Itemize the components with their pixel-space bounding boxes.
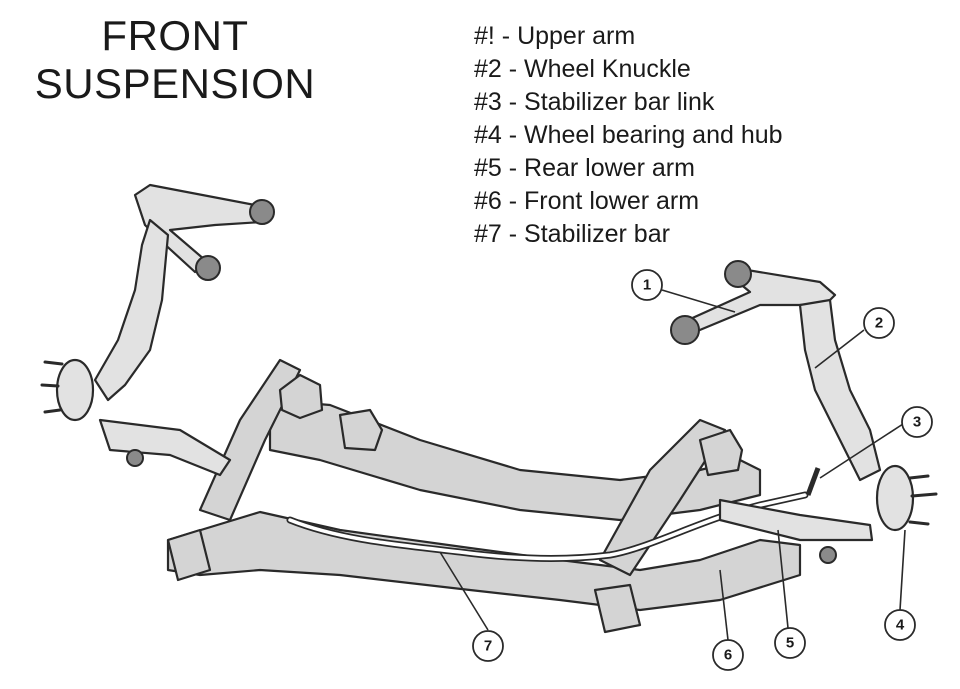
callout-3-leader [819, 423, 904, 479]
left-hub-stud-2 [40, 383, 60, 388]
stabilizer-bar-inner [288, 493, 807, 561]
title-line-suspension: SUSPENSION [34, 60, 316, 107]
legend-rear-lower-arm: #5 - Rear lower arm [474, 154, 695, 182]
callout-2-leader [814, 329, 865, 369]
right-lower-balljoint [819, 546, 837, 564]
left-hub-stud-3 [43, 408, 62, 414]
callout-4-leader [899, 529, 906, 611]
callout-1-leader [661, 289, 736, 313]
left-wheel-knuckle [93, 218, 170, 402]
left-hub-stud-1 [43, 360, 64, 366]
callout-5-circle [774, 627, 806, 659]
left-rail [198, 358, 302, 522]
left-upper-arm-bushing-rear [249, 199, 275, 225]
right-upper-arm-bushing-front [670, 315, 700, 345]
left-lower-arm [98, 418, 232, 477]
callout-6-circle [712, 639, 744, 671]
callout-1-number: 1 [643, 277, 651, 294]
right-upper-arm-bushing-rear [724, 260, 752, 288]
callout-4-number: 4 [896, 617, 905, 634]
parts-legend: #! - Upper arm #2 - Wheel Knuckle #3 - S… [474, 20, 783, 251]
legend-stabilizer-bar-link: #3 - Stabilizer bar link [474, 88, 715, 116]
right-upper-arm [686, 266, 837, 334]
callout-7-number: 7 [484, 638, 492, 655]
callout-7-circle [472, 630, 504, 662]
right-wheel-hub [875, 464, 915, 532]
callout-6-number: 6 [724, 647, 732, 664]
callout-2-number: 2 [875, 315, 883, 332]
callout-6-leader [719, 569, 729, 641]
callout-1-circle [631, 269, 663, 301]
callout-4-circle [884, 609, 916, 641]
callout-7-leader [439, 551, 489, 631]
right-hub-stud-1 [908, 474, 930, 480]
left-mount-block [278, 373, 324, 420]
right-lower-arm [718, 498, 874, 542]
center-mount-block [338, 408, 384, 452]
callout-5-leader [777, 529, 789, 629]
legend-stabilizer-bar: #7 - Stabilizer bar [474, 220, 670, 248]
legend-upper-arm: #! - Upper arm [474, 22, 636, 50]
left-wheel-hub [55, 358, 95, 422]
left-lower-balljoint [126, 449, 144, 467]
crossmember-front-beam [166, 510, 802, 612]
callout-3-circle [901, 406, 933, 438]
title-line-front: FRONT [101, 12, 249, 59]
callout-3-number: 3 [913, 414, 921, 431]
callout-5-number: 5 [786, 635, 794, 652]
right-mount-block [698, 428, 744, 477]
right-rail [598, 418, 727, 577]
legend-wheel-knuckle: #2 - Wheel Knuckle [474, 55, 691, 83]
legend-front-lower-arm: #6 - Front lower arm [474, 187, 700, 215]
diagram-title: FRONT SUSPENSION [20, 12, 330, 108]
crossmember-rear-beam [268, 398, 762, 522]
left-upper-arm-bushing-front [195, 255, 221, 281]
front-left-bushing [166, 528, 212, 582]
legend-wheel-bearing-hub: #4 - Wheel bearing and hub [474, 121, 783, 149]
right-hub-stud-3 [908, 520, 930, 526]
callout-2-circle [863, 307, 895, 339]
right-wheel-knuckle [798, 298, 882, 482]
front-right-bushing [593, 583, 642, 634]
stabilizer-bar-link [805, 467, 821, 496]
right-hub-stud-2 [910, 492, 938, 498]
